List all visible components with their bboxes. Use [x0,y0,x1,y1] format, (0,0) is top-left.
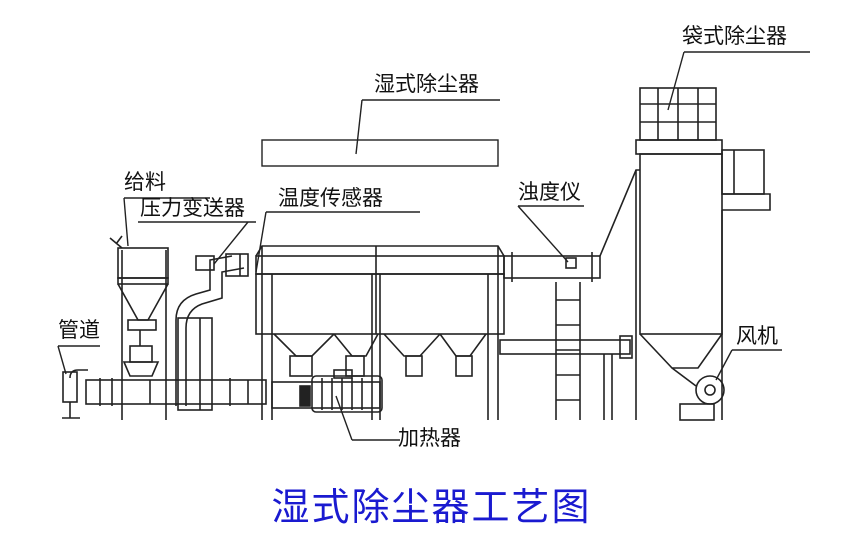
callout-lines [57,51,810,441]
wet-scrubber-body [255,139,505,420]
label-turbidimeter: 浊度仪 [518,180,581,204]
label-pipeline: 管道 [58,318,100,342]
label-heater: 加热器 [398,426,461,450]
diagram-caption: 湿式除尘器工艺图 [271,485,592,529]
label-bag-filter: 袋式除尘器 [682,24,787,48]
outlet-duct [499,252,633,420]
bag-filter-body [599,87,771,421]
inlet-pipeline [62,369,267,419]
label-fan: 风机 [736,324,778,348]
riser-duct [175,253,249,411]
heater-unit [271,369,383,413]
label-pressure-transmitter: 压力变送器 [140,196,245,220]
label-feed: 给料 [124,170,166,194]
label-temperature-sensor: 温度传感器 [278,186,383,210]
feed-hopper [109,235,169,420]
label-wet-scrubber: 湿式除尘器 [374,72,479,96]
